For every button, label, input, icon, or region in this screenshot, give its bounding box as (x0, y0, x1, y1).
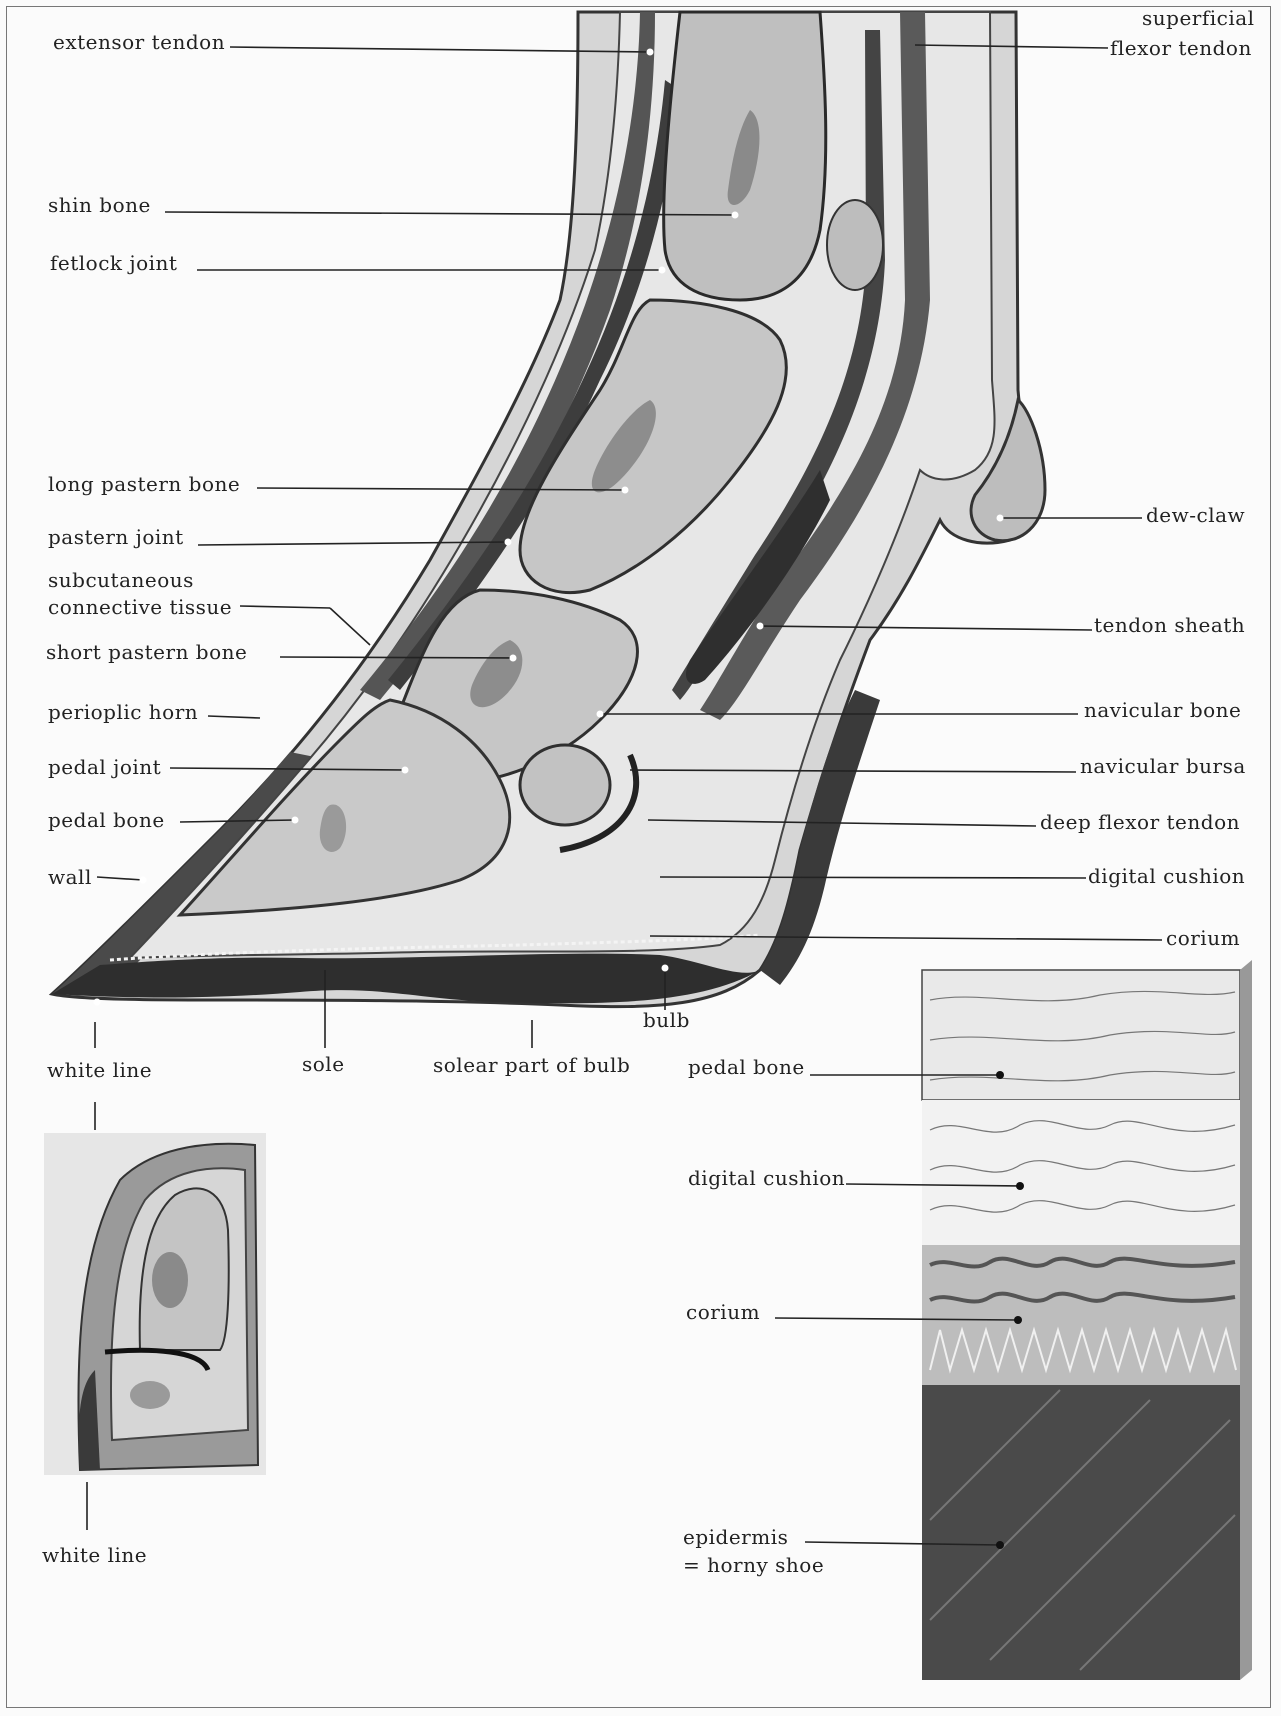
label-sole: sole (302, 1052, 345, 1076)
label-digital-cushion: digital cushion (1088, 864, 1245, 888)
navicular-bone-shape (520, 745, 610, 825)
label-flexor-tendon: flexor tendon (1110, 36, 1252, 60)
label-pedal-bone: pedal bone (48, 808, 165, 832)
label-wall: wall (48, 865, 92, 889)
label-tendon-sheath: tendon sheath (1094, 613, 1245, 637)
label-navicular-bursa: navicular bursa (1080, 754, 1246, 778)
label-inset-digital-cushion: digital cushion (688, 1166, 845, 1190)
label-bulb: bulb (643, 1008, 690, 1032)
label-shin-bone: shin bone (48, 193, 151, 217)
tissue-layers-inset (775, 960, 1252, 1680)
label-connective-tissue: connective tissue (48, 595, 232, 619)
label-horny-shoe: = horny shoe (683, 1553, 824, 1577)
label-long-pastern-bone: long pastern bone (48, 472, 240, 496)
label-epidermis: epidermis (683, 1525, 788, 1549)
label-inset-corium: corium (686, 1300, 760, 1324)
label-dew-claw: dew-claw (1146, 503, 1245, 527)
label-extensor-tendon: extensor tendon (53, 30, 225, 54)
label-navicular-bone: navicular bone (1084, 698, 1241, 722)
sesamoid-bone (827, 200, 883, 290)
label-superficial: superficial (1142, 6, 1255, 30)
hoof-section (52, 12, 1045, 1007)
label-fetlock-joint: fetlock joint (50, 251, 177, 275)
inset-hoof-section (44, 1133, 266, 1475)
label-white-line-inset: white line (42, 1543, 147, 1567)
label-perioplic-horn: perioplic horn (48, 700, 198, 724)
label-pastern-joint: pastern joint (48, 525, 184, 549)
label-short-pastern-bone: short pastern bone (46, 640, 247, 664)
label-inset-pedal-bone: pedal bone (688, 1055, 805, 1079)
label-white-line: white line (47, 1058, 152, 1082)
label-corium: corium (1166, 926, 1240, 950)
label-solear-part-of-bulb: solear part of bulb (433, 1053, 630, 1077)
label-pedal-joint: pedal joint (48, 755, 161, 779)
label-subcutaneous: subcutaneous (48, 568, 194, 592)
label-deep-flexor-tendon: deep flexor tendon (1040, 810, 1240, 834)
